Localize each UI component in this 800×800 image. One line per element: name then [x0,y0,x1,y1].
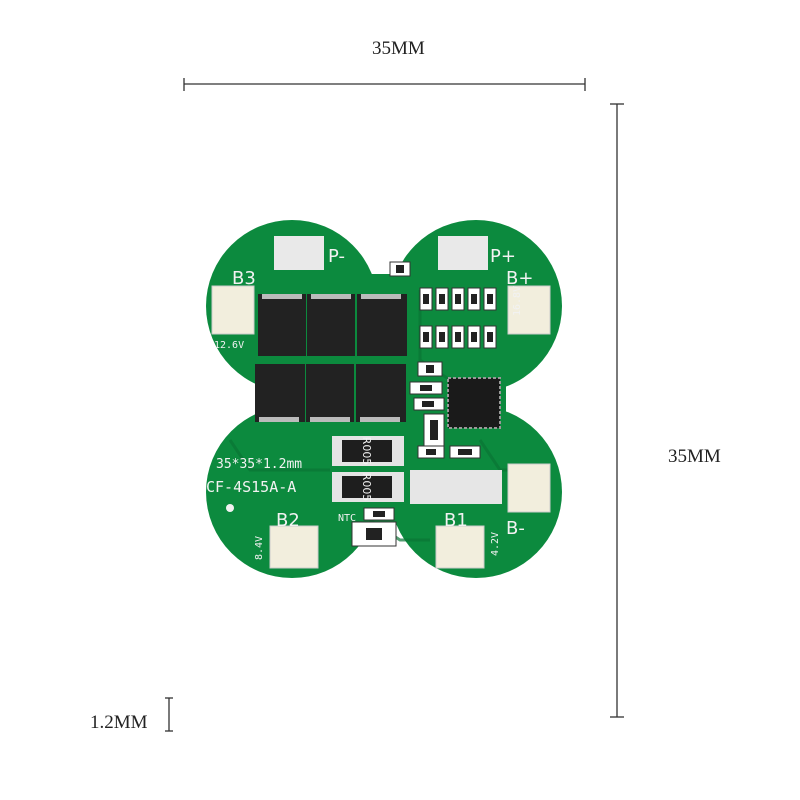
b1-label: B1 [444,510,468,531]
controller-ic [447,377,501,429]
model-label: CF-4S15A-A [206,478,296,496]
board-size-text: 35*35*1.2mm [216,457,302,472]
sense-resistors: R005 R005 [332,436,404,502]
b3-label: B3 [232,268,256,289]
b2-pad [269,525,319,569]
b-plus-pad [507,285,551,335]
b1-pad [435,525,485,569]
width-dimension-label: 35MM [372,38,425,59]
b-minus-pad [507,463,551,513]
p-plus-label: P+ [490,246,516,267]
p-minus-label: P- [328,246,345,267]
p-plus-pad [438,236,488,270]
resistor-marking-1: R005 [360,437,373,466]
pcb-board: R005 R005 P- P+ B3 B+ B2 B1 B- 12.6V 16.… [206,220,562,578]
mounting-dot [226,504,234,512]
b-plus-label: B+ [506,268,533,289]
voltage-4-2-label: 4.2V [490,532,501,556]
thickness-dimension-line [165,697,173,732]
height-dimension-line [610,103,624,718]
thickness-dimension-label: 1.2MM [90,712,148,733]
width-dimension-line [183,78,586,91]
smd-resistors [351,261,497,547]
p-minus-pad [274,236,324,270]
mosfet-array [255,294,407,422]
voltage-12-6-label: 12.6V [214,340,244,351]
height-dimension-label: 35MM [668,446,721,467]
b2-label: B2 [276,510,300,531]
ntc-label: NTC [338,513,356,524]
voltage-16-8-label: 16.8V [512,286,523,316]
b-minus-label: B- [506,518,525,539]
b3-pad [211,285,255,335]
resistor-marking-2: R005 [360,473,373,502]
copper-strip [410,470,502,504]
voltage-8-4-label: 8.4V [254,536,265,560]
